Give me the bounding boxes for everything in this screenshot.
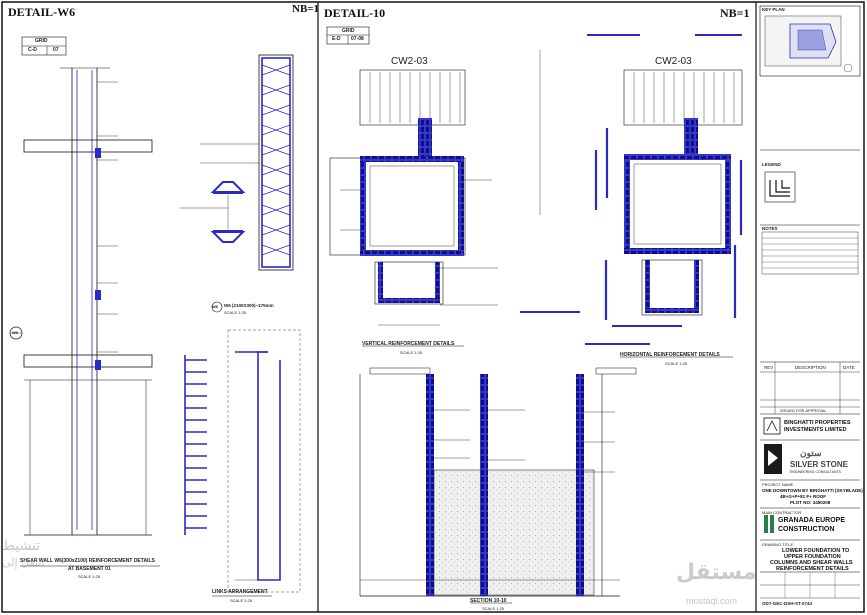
consultant-name: SILVER STONE bbox=[790, 460, 848, 469]
legend-symbol bbox=[769, 180, 790, 197]
drawing-title-label: DRAWING TITLE bbox=[762, 542, 794, 547]
key-plan-label: KEY PLAN bbox=[762, 7, 785, 12]
d10-grid-label: GRID bbox=[342, 28, 355, 34]
date-header: DATE bbox=[843, 365, 855, 370]
detail-10-nb: NB=1 bbox=[720, 6, 750, 20]
consultant-sub: ENGINEERING CONSULTANTS bbox=[790, 470, 842, 474]
w6-grid-label: GRID bbox=[35, 38, 48, 44]
client-name-1: BINGHATTI PROPERTIES bbox=[784, 420, 851, 426]
detail-w6-drawing bbox=[9, 36, 301, 597]
horizontal-caption: HORIZONTAL REINFORCEMENT DETAILS bbox=[620, 352, 720, 358]
notes-label: NOTES bbox=[762, 226, 778, 231]
links-scale: SCALE 1:25 bbox=[230, 598, 253, 603]
client-name-2: INVESTMENTS LIMITED bbox=[784, 427, 847, 433]
d10-grid-value-2: 07-08 bbox=[351, 36, 364, 42]
drawing-title-3: COLUMNS AND SHEAR WALLS bbox=[770, 560, 853, 566]
links-caption: LINKS ARRANGEMENT bbox=[212, 589, 268, 595]
w6-caption-line2: AT BASEMENT 01 bbox=[68, 566, 111, 572]
consultant-arabic: ستون bbox=[800, 448, 822, 458]
detail-10-drawing bbox=[326, 26, 743, 604]
contractor-label: MAIN CONTRACTOR bbox=[762, 510, 802, 515]
vertical-caption: VERTICAL REINFORCEMENT DETAILS bbox=[362, 341, 455, 347]
project-name-2: 4B+G+P+81 F+ ROOF bbox=[780, 494, 827, 499]
rev-header: REV bbox=[764, 365, 774, 370]
legend-label: LEGEND bbox=[762, 162, 781, 167]
drawing-title-4: REINFORCEMENT DETAILS bbox=[776, 566, 849, 572]
watermark-site-arabic: مستقل bbox=[676, 560, 757, 585]
d10-grid-value-1: E-D bbox=[332, 36, 341, 42]
section-caption: SECTION 10-10 bbox=[470, 598, 507, 604]
drawing-number: OD7-GEC-DSH-ST-0744 bbox=[762, 601, 813, 606]
detail-w6-title: DETAIL-W6 bbox=[8, 5, 76, 19]
w6-caption-line1: SHEAR WALL W6(300x2100) REINFORCEMENT DE… bbox=[20, 558, 155, 564]
contractor-name-2: CONSTRUCTION bbox=[778, 526, 835, 533]
detail-w6-nb: NB=1 bbox=[292, 3, 320, 15]
contractor-name-1: GRANADA EUROPE bbox=[778, 517, 846, 524]
horizontal-scale: SCALE 1:25 bbox=[665, 361, 688, 366]
drawing-title-2: UPPER FOUNDATION bbox=[784, 554, 841, 560]
project-name-1: ONE DOWNTOWN BY BINGHATTI (SKYBLADE) bbox=[762, 488, 863, 493]
w6-grid-value-2: 07 bbox=[53, 47, 59, 53]
project-label: PROJECT NAME bbox=[762, 482, 794, 487]
w6-scale: SCALE 1:25 bbox=[78, 574, 101, 579]
watermark-site: mostaql.com bbox=[686, 596, 738, 606]
w6-section-circle-label: W6 bbox=[212, 304, 218, 309]
cw-right-label: CW2-03 bbox=[655, 56, 692, 67]
issue-note: ISSUED FOR APPROVAL bbox=[780, 408, 827, 413]
drawing-title-1: LOWER FOUNDATION TO bbox=[782, 548, 850, 554]
w6-section-scale: SCALE 1:25 bbox=[224, 310, 247, 315]
binghatti-logo bbox=[763, 417, 781, 435]
section-scale: SCALE 1:25 bbox=[482, 606, 505, 611]
silverstone-logo bbox=[764, 444, 782, 474]
cw-left-label: CW2-03 bbox=[391, 56, 428, 67]
detail-10-title: DETAIL-10 bbox=[324, 6, 386, 20]
plot-no: PLOT NO: 3450208 bbox=[790, 500, 831, 505]
vertical-scale: SCALE 1:25 bbox=[400, 350, 423, 355]
watermark-arabic-1: تنشيط bbox=[2, 538, 41, 554]
watermark-arabic-2: انتقل إلى bbox=[2, 556, 45, 569]
w6-section-tag: W6 (2100X300)~175mm bbox=[224, 303, 274, 308]
w6-grid-marker: W6 bbox=[12, 330, 18, 335]
granada-logo bbox=[764, 515, 774, 533]
title-block-frame bbox=[759, 5, 861, 599]
w6-grid-value-1: C-D bbox=[28, 47, 37, 53]
desc-header: DESCRIPTION bbox=[795, 365, 826, 370]
